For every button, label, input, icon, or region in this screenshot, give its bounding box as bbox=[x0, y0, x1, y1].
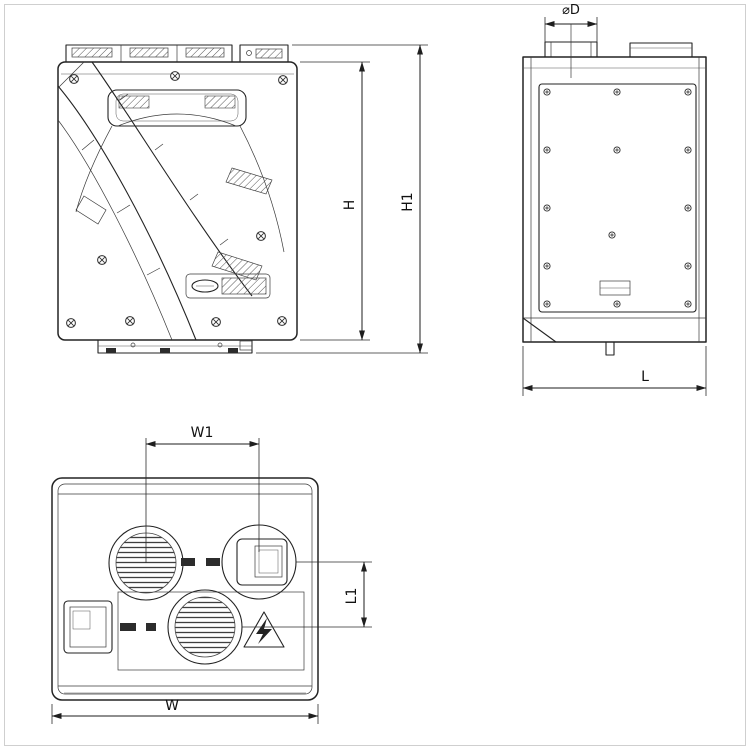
handle bbox=[107, 89, 247, 127]
dimension-l: L bbox=[522, 346, 707, 396]
drain-spigot bbox=[605, 341, 615, 356]
dim-label-l1: L1 bbox=[344, 588, 360, 605]
dimension-h1: H1 bbox=[256, 44, 428, 354]
front-view: H H1 bbox=[57, 44, 428, 354]
centerline-dashes bbox=[120, 558, 220, 631]
dim-label-h1: H1 bbox=[400, 192, 416, 211]
dimension-l1: L1 bbox=[242, 561, 372, 628]
front-facet-lines bbox=[57, 61, 285, 341]
dimension-w1: W1 bbox=[145, 425, 260, 563]
front-top-connectors bbox=[65, 44, 289, 63]
side-access-panel bbox=[538, 83, 697, 313]
side-screws bbox=[543, 88, 692, 308]
dimension-d: ⌀D bbox=[544, 3, 598, 78]
rect-opening bbox=[63, 600, 113, 654]
high-voltage-warning-icon bbox=[243, 611, 285, 648]
dim-label-d: ⌀D bbox=[562, 3, 580, 18]
side-body bbox=[522, 56, 707, 343]
top-body bbox=[51, 477, 319, 701]
side-view: ⌀D L bbox=[522, 3, 707, 396]
dim-label-w: W bbox=[165, 698, 179, 714]
top-view: W1 L1 W bbox=[51, 425, 372, 724]
front-base bbox=[97, 339, 253, 354]
dimension-h: H bbox=[300, 61, 370, 341]
top-inner-panel bbox=[117, 591, 305, 671]
dimension-w: W bbox=[51, 698, 319, 724]
dim-label-l: L bbox=[641, 369, 649, 385]
round-port-2 bbox=[167, 589, 243, 665]
brand-logo bbox=[185, 273, 271, 299]
dim-label-w1: W1 bbox=[191, 425, 214, 441]
page-frame bbox=[4, 4, 746, 746]
dim-label-h: H bbox=[342, 200, 358, 211]
